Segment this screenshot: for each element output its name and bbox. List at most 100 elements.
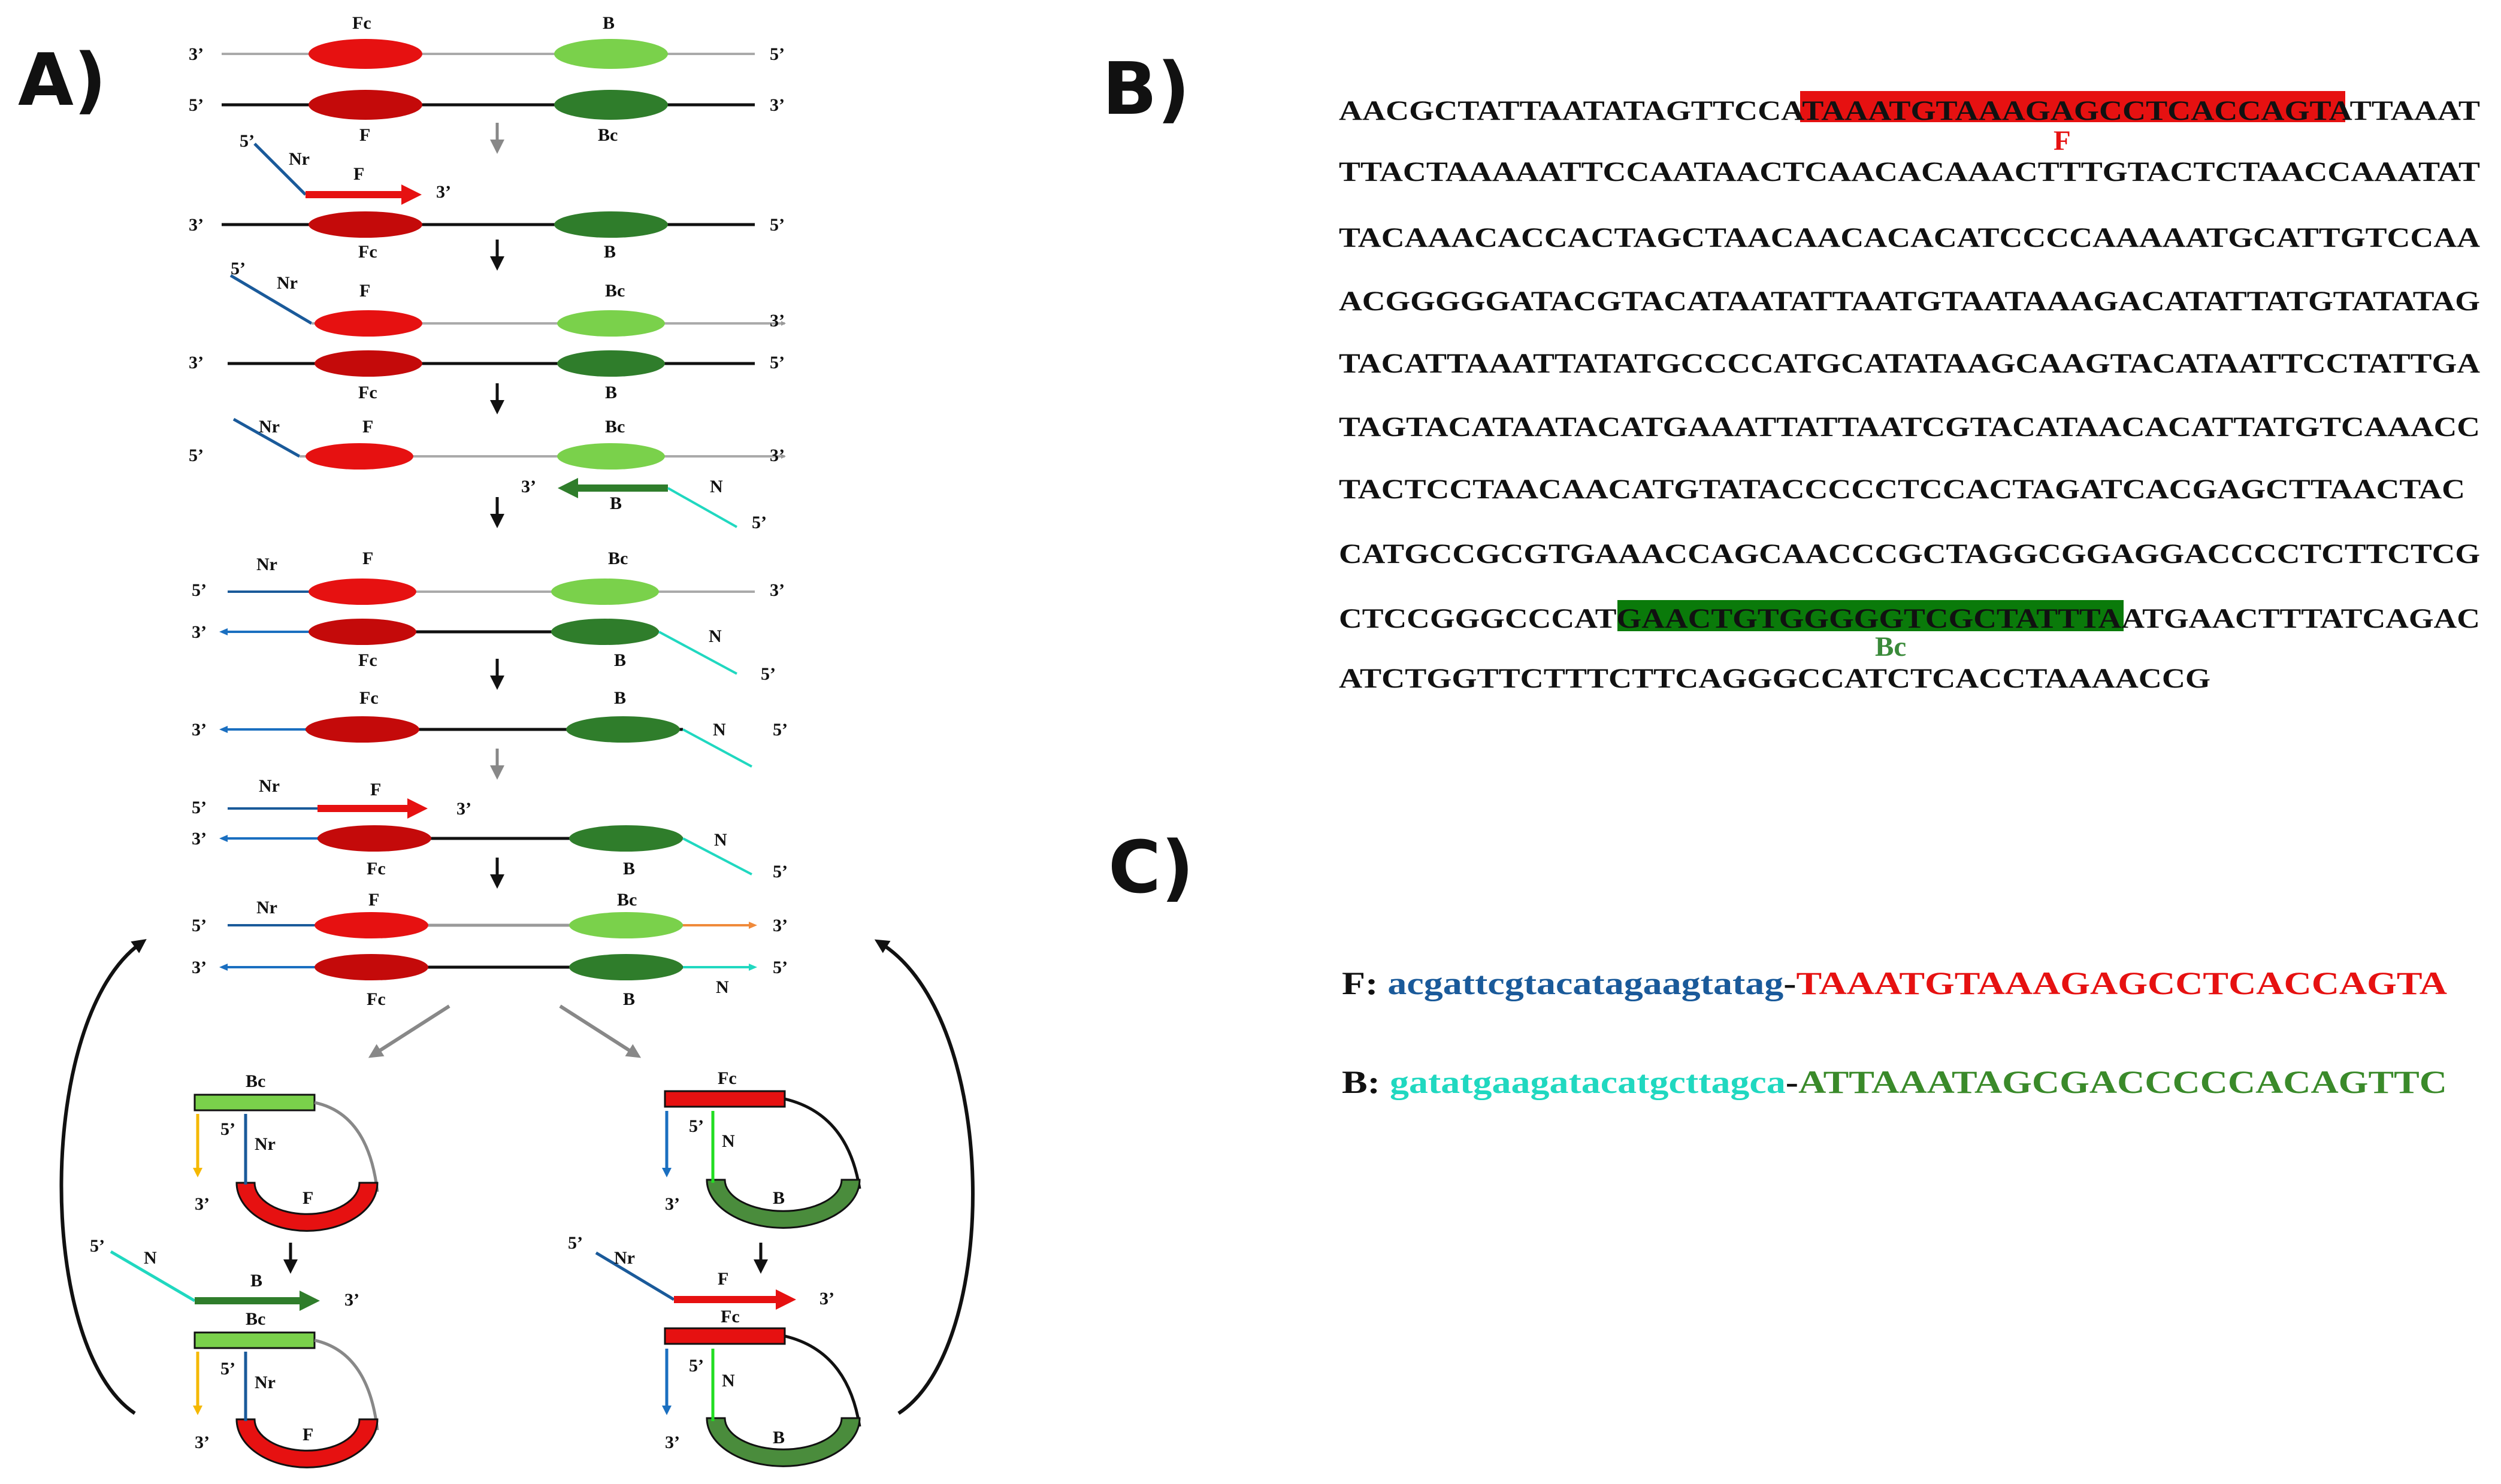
end-3: 3’ [436, 182, 451, 202]
split-arrow-right [559, 1004, 642, 1058]
bc-highlight [1617, 600, 2124, 631]
step-1-duplex: Fc B F Bc 3’ 5’ 5’ 3’ [189, 13, 785, 145]
label-Bc: Bc [605, 281, 625, 301]
end-3: 3’ [192, 720, 207, 740]
end-3: 3’ [195, 1194, 210, 1214]
label-Nr: Nr [256, 898, 277, 917]
end-5: 5’ [689, 1116, 704, 1136]
label-F: F [362, 417, 373, 437]
f-highlight [1800, 91, 2345, 122]
label-F: F [718, 1269, 728, 1289]
end-5: 5’ [568, 1233, 583, 1253]
cycle-arrow-right [874, 939, 975, 1415]
step-6-single-strand: 3’ Fc B N 5’ [192, 688, 788, 768]
label-N: N [714, 830, 727, 850]
panel-a-label: A) [18, 39, 107, 122]
primer-b: B: gatatgaagatacatgcttagca-ATTAAATAGCGAC… [1342, 1064, 2447, 1100]
label-B: B [603, 13, 615, 33]
end-5: 5’ [192, 916, 207, 935]
step-2-primer-binding: 5’ Nr F 3’ 3’ 5’ Fc B [189, 131, 785, 262]
end-3: 3’ [773, 916, 788, 935]
end-3: 3’ [456, 799, 471, 819]
end-3: 3’ [521, 477, 536, 496]
end-5: 5’ [773, 862, 788, 882]
label-B: B [623, 989, 635, 1009]
label-N: N [722, 1131, 735, 1151]
end-3: 3’ [770, 446, 785, 465]
label-B: B [605, 383, 617, 402]
label-N: N [716, 977, 729, 997]
f-marker: F [2054, 125, 2071, 156]
sequence-line: TACTCCTAACAACATGTATACCCCCTCCACTAGATCACGA… [1339, 474, 2465, 505]
label-Nr: Nr [255, 1134, 276, 1154]
label-Bc: Bc [617, 890, 637, 910]
label-N: N [722, 1371, 735, 1391]
label-Nr: Nr [289, 149, 310, 169]
end-3: 3’ [189, 353, 204, 372]
end-3: 3’ [770, 95, 785, 115]
label-Fc: Fc [718, 1068, 737, 1088]
end-5: 5’ [773, 958, 788, 977]
label-Nr: Nr [255, 1373, 276, 1392]
label-N: N [709, 626, 722, 646]
end-3: 3’ [344, 1290, 359, 1310]
label-Bc: Bc [246, 1309, 265, 1329]
stem-loop-right-top: Fc 5’ N 3’ B [662, 1068, 861, 1229]
end-3: 3’ [189, 215, 204, 235]
end-5: 5’ [752, 513, 767, 532]
end-5: 5’ [761, 664, 776, 684]
step-8-dumbbell-duplex: 5’ Nr F Bc 3’ 3’ Fc B N 5’ [192, 890, 788, 1009]
sequence-line: ACGGGGGATACGTACATAATATTAATGTAATAAAGACATA… [1339, 286, 2480, 317]
label-Fc: Fc [367, 989, 386, 1009]
panel-c-label: C) [1108, 826, 1194, 910]
end-5: 5’ [189, 446, 204, 465]
end-5: 5’ [220, 1119, 235, 1139]
stem-loop-left-top: Bc 5’ Nr 3’ F [193, 1071, 379, 1232]
label-F: F [303, 1188, 313, 1208]
end-3: 3’ [819, 1289, 834, 1309]
label-Fc: Fc [359, 688, 379, 708]
label-B: B [610, 493, 622, 513]
sequence-line: ATCTGGTTCTTTCTTCAGGGCCATCTCACCTAAAACCG [1339, 663, 2210, 694]
step-4-backward-primer: 5’ Nr F Bc 3’ 3’ B N 5’ [189, 417, 786, 532]
label-N: N [713, 720, 726, 740]
cycle-arrow-left [59, 939, 147, 1415]
label-N: N [710, 477, 723, 496]
sequence-line: CATGCCGCGTGAAACCAGCAACCCGCTAGGCGGAGGACCC… [1339, 538, 2480, 570]
label-B: B [250, 1271, 262, 1291]
end-5: 5’ [220, 1359, 235, 1379]
stem-loop-left-bottom: 5’ N B 3’ Bc 5’ Nr 3’ F [90, 1236, 379, 1468]
sequence-line: TACATTAAATTATATGCCCCATGCATATAAGCAAGTACAT… [1339, 348, 2480, 379]
label-F: F [362, 549, 373, 568]
label-Nr: Nr [614, 1248, 635, 1268]
label-Bc: Bc [605, 417, 625, 437]
end-5: 5’ [689, 1356, 704, 1376]
end-3: 3’ [770, 580, 785, 600]
label-Fc: Fc [367, 859, 386, 879]
end-5: 5’ [90, 1236, 105, 1256]
end-3: 3’ [192, 958, 207, 977]
end-5: 5’ [192, 798, 207, 817]
split-arrow-left [368, 1004, 450, 1058]
label-N: N [144, 1248, 157, 1268]
sequence-line: TTACTAAAAATTCCAATAACTCAACACAAACTTTGTACTC… [1339, 156, 2480, 187]
sequence-line: TACAAACACCACTAGCTAACAACACACATCCCCAAAAATG… [1339, 222, 2480, 253]
end-5: 5’ [773, 720, 788, 740]
label-F: F [359, 281, 370, 301]
step-3-extension: 5’ Nr F Bc 3’ 3’ 5’ Fc B [189, 259, 786, 402]
stem-loop-right-bottom: 5’ Nr F 3’ Fc 5’ N 3’ B [568, 1233, 861, 1467]
bc-marker: Bc [1875, 631, 1906, 662]
end-3: 3’ [189, 44, 204, 64]
label-B: B [614, 650, 626, 670]
label-Bc: Bc [246, 1071, 265, 1091]
label-Bc: Bc [608, 549, 628, 568]
label-Nr: Nr [277, 273, 298, 293]
label-Nr: Nr [256, 555, 277, 574]
end-5: 5’ [240, 131, 255, 151]
end-5: 5’ [189, 95, 204, 115]
label-Fc: Fc [358, 383, 377, 402]
end-3: 3’ [665, 1194, 680, 1214]
